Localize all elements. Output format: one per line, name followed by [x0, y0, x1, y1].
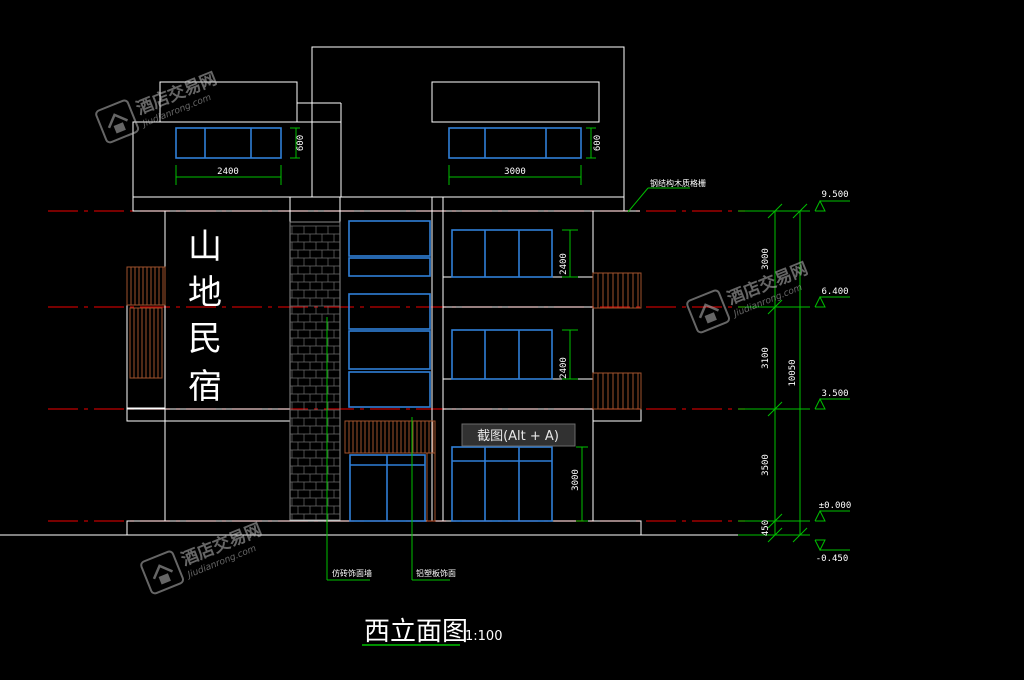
window-3f [451, 229, 553, 278]
brick-screen-wall [289, 221, 341, 521]
slab-band-2f [442, 378, 594, 410]
window-roof-right [448, 127, 582, 159]
elevation-ground: ±0.000 [819, 501, 852, 511]
vertical-signage: 山 地 民 宿 [188, 227, 222, 407]
roof-room-left [132, 121, 342, 198]
dim-plinth: 450 [761, 520, 771, 536]
elevation-2f: 3.500 [821, 389, 848, 399]
dim-parapet-left: 600 [296, 135, 306, 151]
glazing [175, 127, 582, 522]
watermark-3: 酒店交易网 Jiudianrong.com [140, 519, 265, 595]
dimension-texts: 2400 3000 600 600 2400 2400 3000 3000 31… [217, 135, 798, 536]
watermark-logo-icon [140, 550, 185, 595]
screenshot-hint-tooltip: 截图(Alt + A) [461, 423, 576, 447]
roof-slab [132, 196, 625, 212]
window-stair-1 [348, 220, 431, 257]
window-stair-3 [348, 371, 431, 408]
annotation-brick-wall: 仿砖饰面墙 [332, 568, 372, 578]
balcony-slab-2f [592, 408, 642, 422]
roof-canopy-right [431, 81, 600, 123]
annotation-timber-grille: 钢结构木质格栅 [650, 178, 706, 188]
dim-window-width-left: 2400 [217, 167, 239, 177]
watermark-logo-icon [686, 289, 731, 334]
louver-right-2f [592, 372, 642, 410]
dim-floor-height-2: 3100 [761, 347, 771, 369]
sign-char-3: 民 [188, 319, 222, 359]
dim-floor-height-1: 3500 [761, 454, 771, 476]
window-stair-2 [348, 293, 431, 330]
material-annotations: 钢结构木质格栅 仿砖饰面墙 铝塑板饰面 [332, 178, 706, 578]
door-right-1f [451, 446, 553, 522]
dim-window-width-right: 3000 [504, 167, 526, 177]
dim-window-2f: 2400 [559, 357, 569, 379]
watermark-logo-icon [95, 99, 140, 144]
drawing-title-block: 西立面图 1:100 [362, 617, 502, 647]
elevation-roof: 9.500 [821, 190, 848, 200]
roof-canopy-left [159, 81, 298, 123]
window-2f [451, 329, 553, 380]
sign-char-4: 宿 [188, 367, 222, 407]
canopy-slab-left [126, 408, 291, 422]
sign-char-1: 山 [188, 227, 222, 267]
dim-door-1f: 3000 [571, 469, 581, 491]
sign-char-2: 地 [188, 273, 222, 313]
timber-louvers [126, 266, 642, 522]
plinth [126, 520, 642, 536]
drawing-title: 西立面图 [364, 617, 468, 647]
dim-parapet-right: 600 [593, 135, 603, 151]
dim-window-3f: 2400 [559, 253, 569, 275]
slab-band-3f [442, 276, 594, 308]
louver-right-3f [592, 272, 642, 309]
annotation-aluminum-panel: 铝塑板饰面 [416, 568, 456, 578]
elevation-3f: 6.400 [821, 287, 848, 297]
dimension-lines [175, 127, 850, 581]
window-roof-left [175, 127, 282, 159]
louver-left-upper [126, 266, 166, 306]
watermark-2: 酒店交易网 Jiudianrong.com [686, 258, 811, 334]
louver-entrance [344, 420, 436, 454]
dim-floor-height-3: 3000 [761, 248, 771, 270]
screenshot-hint-text: 截图(Alt + A) [477, 429, 559, 444]
drawing-scale: 1:100 [465, 629, 502, 644]
elevation-labels: 9.500 6.400 3.500 ±0.000 -0.450 [816, 190, 852, 564]
dim-total-height: 10050 [788, 359, 798, 386]
elevation-outdoor: -0.450 [816, 554, 849, 564]
